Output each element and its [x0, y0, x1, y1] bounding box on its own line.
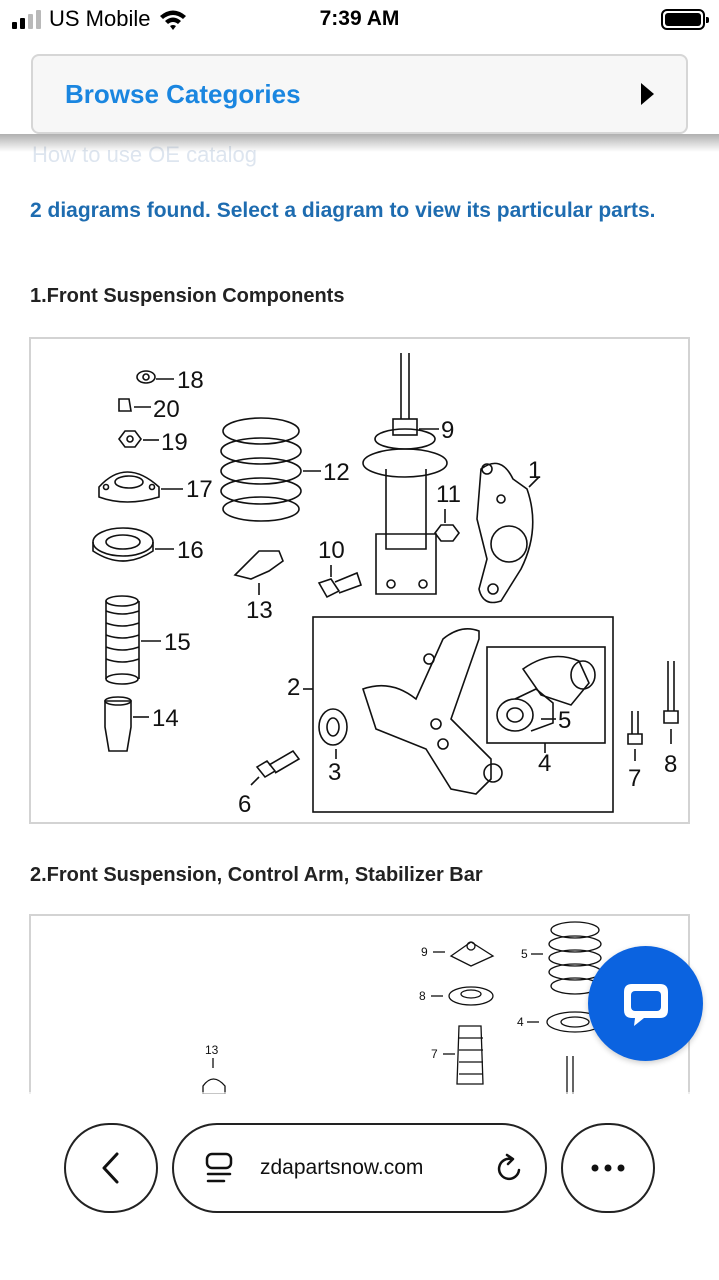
callout-18: 18: [177, 367, 204, 394]
diagram-title-1[interactable]: 1.Front Suspension Components: [30, 285, 345, 307]
diagram-2-control-arm-stabilizer[interactable]: 9 5 8 4 7 13: [29, 914, 690, 1094]
chat-icon: [623, 983, 668, 1026]
chat-button[interactable]: [588, 946, 703, 1061]
reload-icon[interactable]: [493, 1152, 525, 1184]
callout-d2-4: 4: [517, 1015, 524, 1029]
callout-8: 8: [664, 751, 677, 778]
callout-14: 14: [152, 705, 179, 732]
more-icon: [591, 1164, 625, 1172]
callout-16: 16: [177, 537, 204, 564]
callout-2: 2: [287, 674, 300, 701]
chevron-left-icon: [102, 1152, 119, 1184]
diagrams-found-text: 2 diagrams found. Select a diagram to vi…: [30, 199, 656, 222]
browse-categories-label: Browse Categories: [65, 78, 301, 109]
callout-10: 10: [318, 537, 345, 564]
address-bar[interactable]: zdapartsnow.com: [172, 1123, 547, 1213]
callout-d2-8: 8: [419, 989, 426, 1003]
callout-13: 13: [246, 597, 273, 624]
callout-1: 1: [528, 457, 541, 484]
clock: 7:39 AM: [319, 7, 400, 30]
browse-categories-button[interactable]: Browse Categories: [31, 54, 688, 134]
status-bar: US Mobile 7:39 AM: [0, 0, 719, 40]
callout-d2-13: 13: [205, 1043, 219, 1057]
callout-11: 11: [436, 481, 461, 508]
callout-3: 3: [328, 759, 341, 786]
callout-d2-5: 5: [521, 947, 528, 961]
callout-17: 17: [186, 476, 213, 503]
callout-5: 5: [558, 707, 571, 734]
wifi-icon: [160, 10, 187, 30]
reader-icon[interactable]: [204, 1152, 234, 1184]
callout-d2-7: 7: [431, 1047, 438, 1061]
callout-20: 20: [153, 396, 180, 423]
callout-7: 7: [628, 765, 641, 792]
callout-4: 4: [538, 750, 551, 777]
caret-right-icon: [641, 83, 654, 105]
callout-12: 12: [323, 459, 350, 486]
battery-icon: [661, 9, 709, 30]
signal-icon: [12, 9, 41, 29]
callout-d2-9: 9: [421, 945, 428, 959]
callout-9: 9: [441, 417, 454, 444]
more-button[interactable]: [561, 1123, 655, 1213]
callout-15: 15: [164, 629, 191, 656]
url-text: zdapartsnow.com: [260, 1156, 424, 1179]
callout-6: 6: [238, 791, 251, 818]
carrier-name: US Mobile: [49, 6, 151, 31]
diagram-1-front-suspension-components[interactable]: 18 20 19 17 16 15 14: [29, 337, 690, 824]
back-button[interactable]: [64, 1123, 158, 1213]
callout-19: 19: [161, 429, 188, 456]
diagram-title-2[interactable]: 2.Front Suspension, Control Arm, Stabili…: [30, 864, 483, 886]
header-shadow: [0, 134, 719, 152]
